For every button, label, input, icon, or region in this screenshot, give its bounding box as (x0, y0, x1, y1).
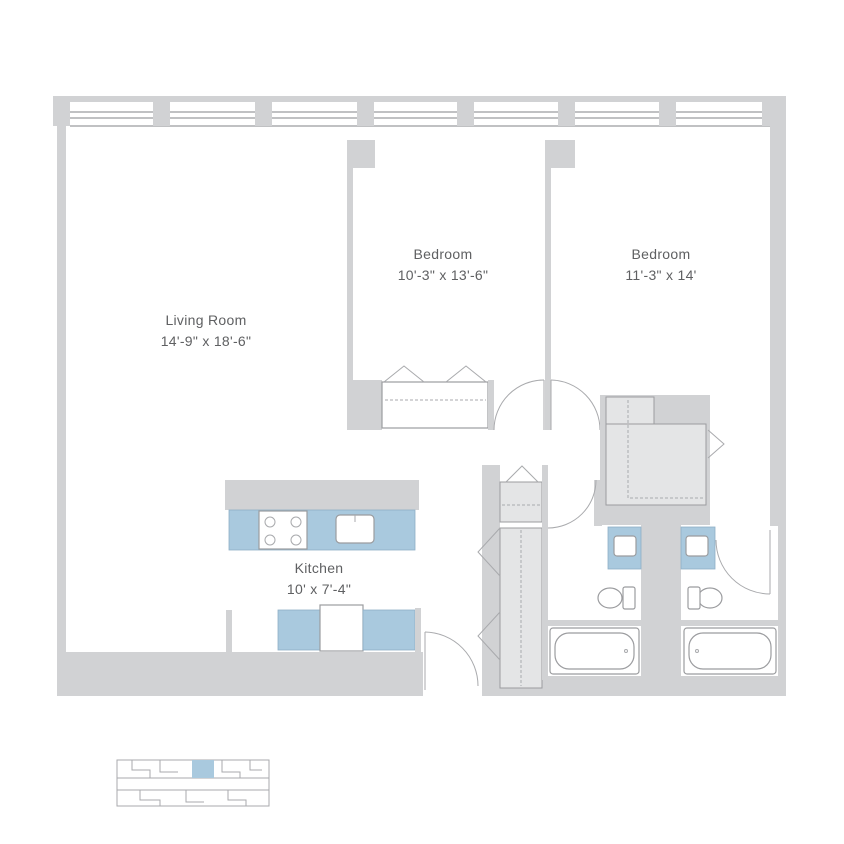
bedroom-1-walls (347, 140, 494, 430)
window-wall (53, 96, 786, 127)
exterior-walls (57, 126, 786, 696)
key-plan-highlight (192, 760, 214, 778)
bedroom-2-walls (493, 140, 601, 431)
key-plan (116, 759, 270, 807)
kitchen-name: Kitchen (295, 560, 344, 576)
bedroom-2-size: 11'-3" x 14' (625, 267, 696, 283)
living-room-size: 14'-9" x 18'-6" (161, 333, 252, 349)
bedroom-1-size: 10'-3" x 13'-6" (398, 267, 489, 283)
room-labels: Living Room 14'-9" x 18'-6" Bedroom 10'-… (161, 246, 697, 597)
kitchen (225, 480, 479, 690)
bedroom-2-name: Bedroom (632, 246, 691, 262)
bathrooms (542, 525, 778, 680)
living-room-name: Living Room (165, 312, 246, 328)
hall-closets (477, 465, 597, 695)
kitchen-size: 10' x 7'-4" (287, 581, 351, 597)
bedroom-1-name: Bedroom (414, 246, 473, 262)
walk-in-closet (594, 395, 725, 526)
